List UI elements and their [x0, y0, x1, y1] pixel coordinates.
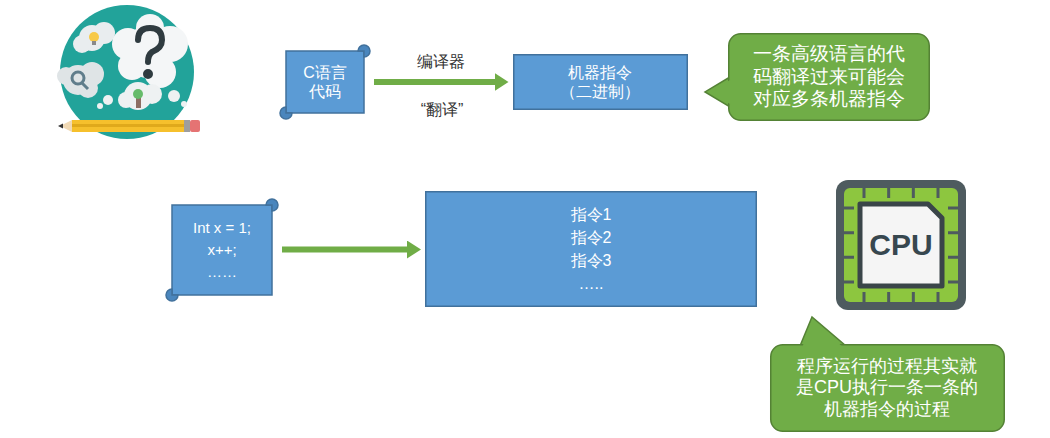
box-fill	[513, 55, 687, 110]
question-mark	[138, 28, 162, 76]
source-scroll-outline	[280, 45, 370, 119]
node-label: 机器指令 （二进制）	[560, 64, 640, 100]
callout-seam	[802, 320, 844, 348]
magnifier	[82, 83, 88, 89]
bulb	[89, 32, 99, 42]
pencil	[72, 124, 184, 127]
chip-pin	[844, 188, 958, 302]
thought-dots	[97, 103, 103, 109]
cloud	[57, 62, 104, 98]
scroll-curl	[266, 199, 278, 211]
text-line: Int x = 1;	[193, 217, 251, 239]
flow-arrow	[374, 79, 499, 85]
text-line: …..	[571, 272, 612, 295]
node-text: 机器指令 （二进制）	[556, 63, 644, 101]
chip-die	[860, 204, 942, 286]
node-text: C语言 代码	[301, 63, 349, 101]
callout-body	[770, 345, 1004, 432]
text-line: 指令3	[571, 249, 612, 272]
annotation-label: “翻译”	[419, 100, 466, 121]
node-label: C语言 代码	[303, 64, 347, 100]
pencil	[190, 120, 200, 132]
edge-label: 编译器	[415, 52, 467, 73]
text-line: 指令1	[571, 203, 612, 226]
node-label: 一条高级语言的代码翻译过来可能会对应多条机器指令	[753, 43, 905, 110]
cloud	[112, 14, 188, 88]
cpu-chip: CPU	[836, 180, 966, 310]
node-text: CPU	[869, 227, 932, 263]
code-scroll: Int x = 1;x++;……	[166, 199, 278, 301]
thinking-icon	[0, 0, 260, 150]
magnifier	[72, 72, 84, 84]
box-fill	[426, 192, 757, 307]
source-scroll: C语言 代码	[280, 45, 370, 119]
note-callout: 程序运行的过程其实就是CPU执行一条一条的机器指令的过程	[770, 344, 1005, 432]
bulb	[92, 41, 96, 45]
process-box-outline	[513, 54, 688, 110]
text-line: ……	[193, 261, 251, 283]
node-text: 一条高级语言的代码翻译过来可能会对应多条机器指令	[753, 43, 905, 111]
cloud	[73, 35, 91, 53]
text-line: 指令2	[571, 226, 612, 249]
plant	[136, 98, 141, 108]
node-text: Int x = 1;x++;……	[193, 217, 251, 282]
flow-arrow	[282, 247, 411, 253]
scroll-curl	[358, 45, 370, 57]
chip-pin	[844, 188, 958, 302]
instruction-box: 指令1指令2指令3…..	[425, 191, 757, 307]
thought-dots	[103, 95, 113, 105]
node-text: 程序运行的过程其实就是CPU执行一条一条的机器指令的过程	[793, 356, 980, 421]
bulb	[89, 32, 99, 45]
magnifier	[72, 72, 88, 89]
pencil	[58, 124, 63, 129]
question-mark	[146, 72, 150, 76]
callout-body	[729, 34, 930, 121]
question-mark	[138, 28, 162, 62]
thought-dots	[168, 90, 180, 102]
node-label: 程序运行的过程其实就是CPU执行一条一条的机器指令的过程	[796, 356, 978, 419]
chip-pin	[844, 188, 958, 302]
text-line: x++;	[193, 239, 251, 261]
node-label: CPU	[869, 228, 932, 261]
note-callout: 一条高级语言的代码翻译过来可能会对应多条机器指令	[728, 33, 930, 121]
cloud	[73, 22, 115, 53]
plant	[133, 89, 143, 99]
thought-dots	[97, 90, 187, 109]
process-box: 机器指令 （二进制）	[513, 54, 688, 110]
callout-seam	[708, 79, 732, 105]
scroll-body	[286, 51, 364, 113]
chip-board	[844, 188, 958, 302]
scroll-curl	[280, 107, 292, 119]
pencil	[72, 120, 184, 132]
cloud	[78, 78, 98, 98]
cloud	[118, 92, 134, 108]
plant	[133, 89, 143, 108]
pencil	[184, 120, 190, 132]
cloud	[118, 52, 146, 80]
scroll-curl	[166, 289, 178, 301]
thinking-icon	[60, 5, 194, 139]
scroll-body	[172, 205, 272, 295]
node-text: 指令1指令2指令3…..	[571, 203, 612, 296]
cloud	[142, 84, 162, 104]
cloud	[118, 82, 162, 110]
chip-frame	[836, 180, 966, 310]
chip-pin	[844, 188, 958, 302]
thought-dots	[181, 101, 187, 107]
pencil	[58, 120, 200, 132]
